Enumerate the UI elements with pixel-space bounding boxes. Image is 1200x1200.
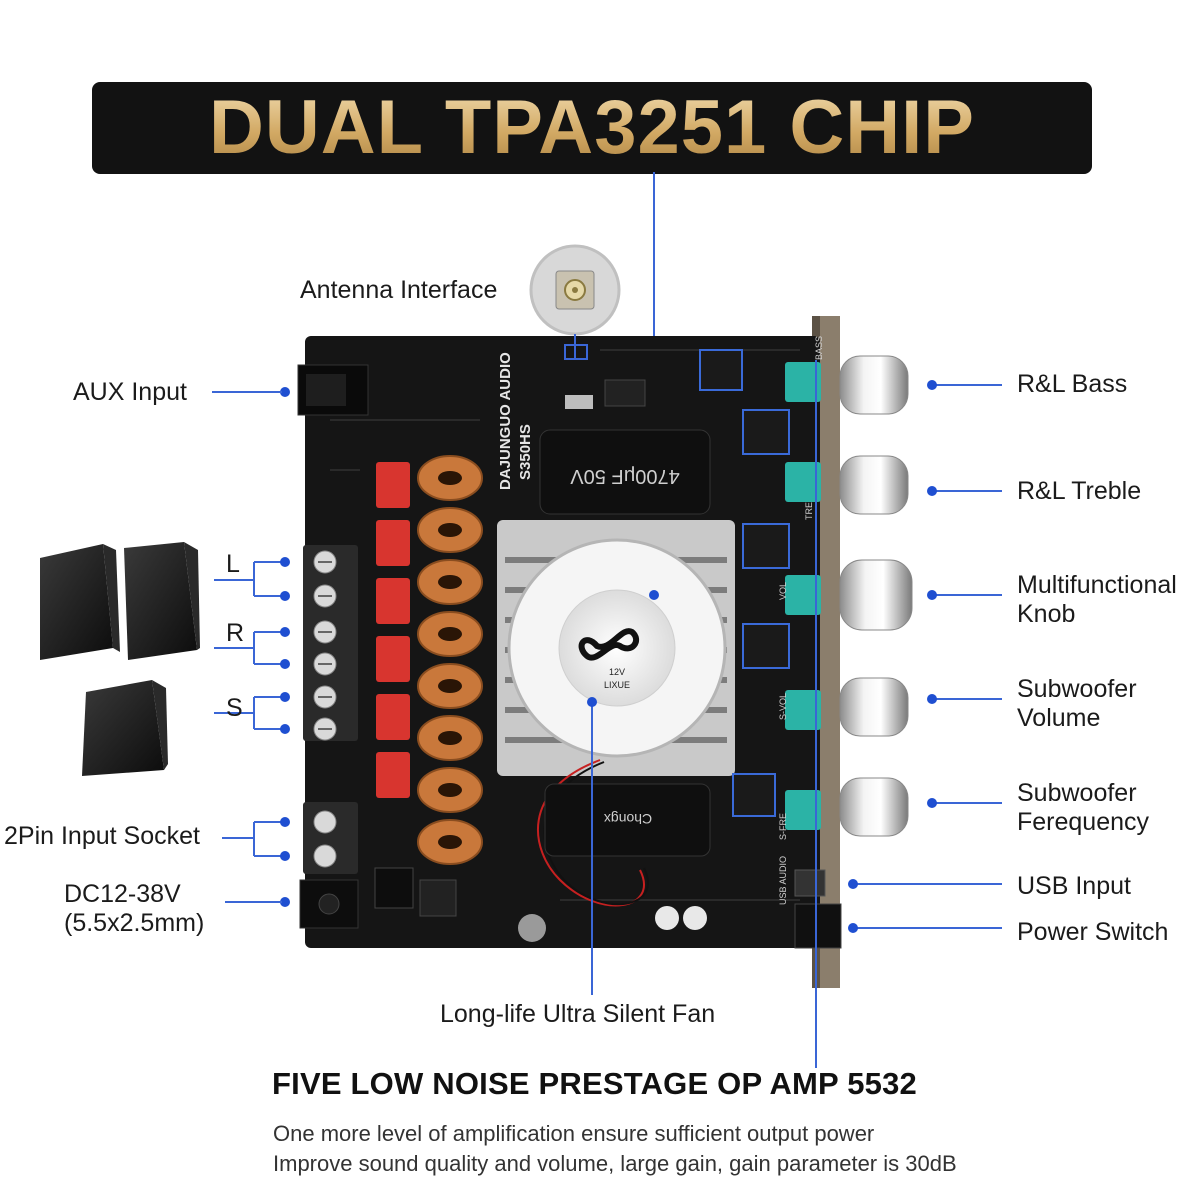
board-model-silk: S350HS [517,424,534,480]
film-capacitors [376,462,410,798]
speaker-icon [40,542,200,776]
antenna-connector-icon [529,244,621,336]
speaker-left-label: L [226,550,240,578]
power-switch-label: Power Switch [1017,918,1169,946]
speaker-right-label: R [226,619,245,647]
pot-vol-silk: VOL [778,582,788,600]
knob-label-line1: Multifunctional [1017,571,1177,599]
fan-label: Long-life Ultra Silent Fan [440,1000,716,1028]
pot-treble-silk: TRE [804,502,814,520]
mounting-bracket [818,316,840,988]
secondary-capacitor [544,783,711,857]
speaker-brackets [214,561,282,857]
pot-sfre-silk: S-FRE [778,813,788,840]
speaker-terminal-block [303,545,358,741]
speaker-sub-label: S [226,694,243,722]
secondary-capacitor-label: Chongx [604,811,652,827]
fan-logo-icon [578,628,640,661]
sub-volume-label-line2: Volume [1017,704,1101,732]
usb-input-label: USB Input [1017,872,1131,900]
input-socket-label: 2Pin Input Socket [4,822,200,850]
pot-svol-silk: S-VOL [778,693,788,720]
footer-heading: FIVE LOW NOISE PRESTAGE OP AMP 5532 [272,1066,917,1101]
toroid-inductors [417,455,483,865]
main-capacitor [539,429,711,515]
sub-volume-label-line1: Subwoofer [1017,675,1137,703]
page-title: DUAL TPA3251 CHIP [92,82,1092,174]
antenna-label: Antenna Interface [300,276,498,304]
footer-line-2: Improve sound quality and volume, large … [273,1151,957,1176]
knob-label-line2: Knob [1017,600,1076,628]
treble-label: R&L Treble [1017,477,1142,505]
pot-bass-silk: BASS [814,336,824,360]
fan-brand-label: LIXUE [604,680,630,690]
footer-line-1: One more level of amplification ensure s… [273,1121,875,1146]
board-brand-silk: DAJUNGUO AUDIO [497,352,514,490]
capacitor-label: 4700μF 50V [570,465,680,487]
title-banner [92,82,1092,174]
chrome-knobs [839,355,913,837]
bass-label: R&L Bass [1017,370,1128,398]
op-amp-highlights [699,349,790,817]
dc-input-label-line2: (5.5x2.5mm) [64,909,205,937]
sub-frequency-label-line2: Ferequency [1017,808,1150,836]
input-terminal-block [303,802,358,874]
aux-input-label: AUX Input [73,378,187,406]
potentiometers [785,362,821,830]
fan-voltage-label: 12V [609,667,625,677]
sub-frequency-label-line1: Subwoofer [1017,779,1137,807]
usb-audio-silk: USB AUDIO [778,856,788,905]
dc-input-label-line1: DC12-38V [64,880,181,908]
